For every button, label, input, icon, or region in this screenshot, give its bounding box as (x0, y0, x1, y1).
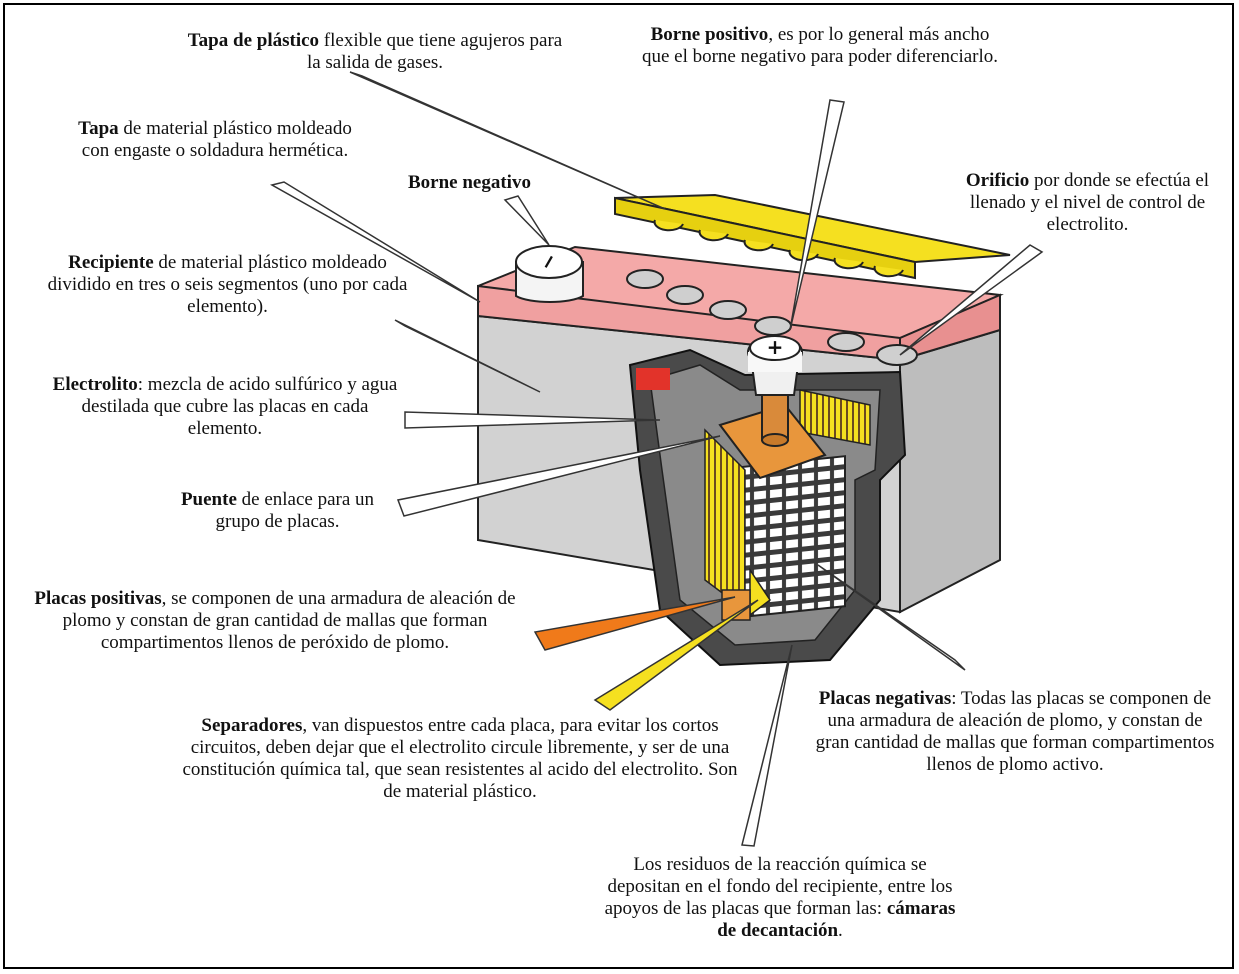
label-recipiente: Recipiente de material plástico moldeado… (47, 252, 408, 317)
pointer-tapa (269, 181, 481, 303)
label-placas-negativas: Placas negativas: Todas las placas se co… (815, 688, 1215, 775)
label-electrolito: Electrolito: mezcla de acido sulfúrico y… (52, 374, 398, 439)
label-tapa: Tapa de material plástico moldeado con e… (78, 118, 352, 161)
page-border (3, 3, 1234, 969)
label-borne-positivo: Borne positivo, es por lo general más an… (641, 24, 999, 67)
pointer-puente (396, 435, 721, 517)
pointer-separadores (593, 599, 759, 711)
label-orificio: Orificio por donde se efectúa el llenado… (965, 170, 1210, 235)
cutaway-interior (628, 348, 907, 667)
pointer-recipiente (394, 319, 541, 393)
pointer-tapa-plastico (349, 71, 666, 210)
label-borne-negativo: Borne negativo (408, 172, 531, 193)
pointer-orificio (899, 244, 1044, 356)
pointers (269, 71, 1044, 847)
label-puente: Puente de enlace para un grupo de placas… (180, 489, 375, 532)
label-tapa-plastico: Tapa de plástico flexible que tiene aguj… (187, 30, 563, 73)
pointer-electrolito (404, 411, 661, 429)
pointer-residuos (741, 644, 793, 847)
label-residuos: Los residuos de la reacción química se d… (604, 854, 956, 941)
positive-terminal (747, 335, 803, 447)
positive-symbol: + (767, 335, 784, 359)
negative-terminal (515, 245, 584, 303)
pointer-placas-positivas (533, 596, 736, 651)
label-placas-positivas: Placas positivas, se componen de una arm… (34, 588, 516, 653)
pointer-borne-negativo (503, 195, 550, 246)
pointer-borne-positivo (789, 99, 845, 331)
label-separadores: Separadores, van dispuestos entre cada p… (182, 715, 738, 802)
pointer-placas-negativas (817, 564, 966, 671)
